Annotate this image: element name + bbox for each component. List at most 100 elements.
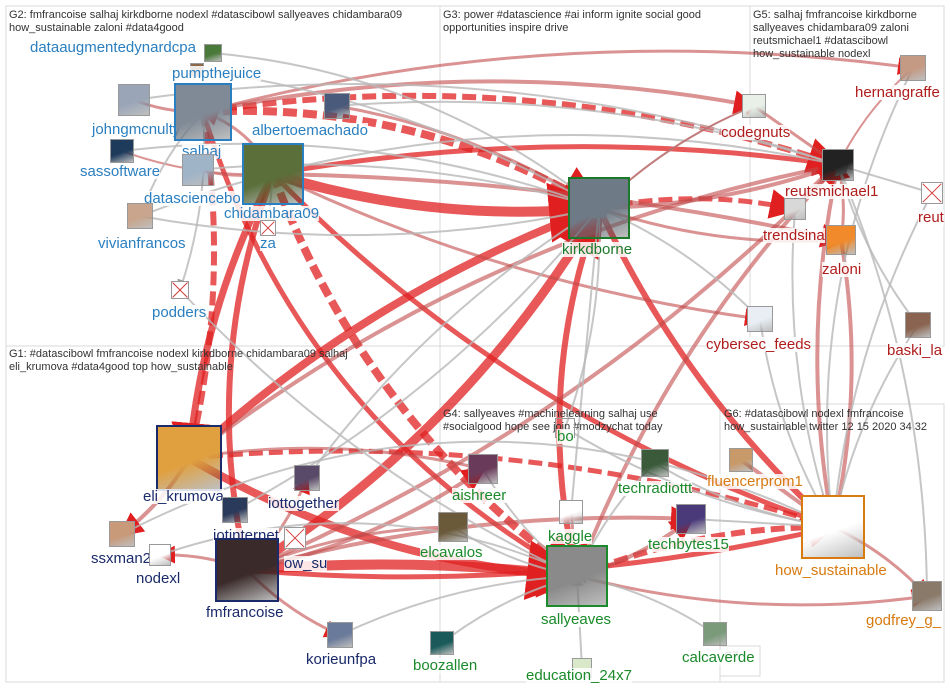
avatar-eli_krumova[interactable] (156, 425, 222, 491)
edge-podders-sallyeaves (179, 289, 579, 578)
edge-chidambara09-zaloni (272, 172, 845, 248)
avatar-how_sustainable[interactable] (801, 495, 865, 559)
edge-eli_krumova-reutsmichael1 (187, 156, 842, 460)
avatar-cybersec_feeds[interactable] (747, 306, 773, 332)
node-label-baski_la: baski_la (887, 342, 943, 359)
edge-chidambara09-sallyeaves (269, 172, 584, 581)
avatar-sallyeaves[interactable] (546, 545, 608, 607)
node-label-kirkdborne: kirkdborne (562, 241, 633, 258)
avatar-techbytes15[interactable] (676, 504, 706, 534)
avatar-fmfrancoise[interactable] (215, 538, 279, 602)
edge-trendsinai-how_sustainable (791, 208, 836, 529)
node-label-chidambara09: chidambara09 (224, 205, 320, 222)
avatar-sassoftware[interactable] (110, 139, 134, 163)
avatar-nodexl[interactable] (149, 544, 171, 566)
avatar-korieunfpa[interactable] (327, 622, 353, 648)
avatar-godfrey_g_[interactable] (912, 581, 942, 611)
node-label-ssxman2: ssxman2 (91, 550, 152, 567)
edge-eli_krumova-kirkdborne (186, 199, 607, 461)
avatar-iotinternet[interactable] (222, 497, 248, 523)
node-label-aishreer: aishreer (452, 487, 507, 504)
node-label-za: za (260, 235, 276, 252)
avatar-influencerprom1[interactable] (729, 448, 753, 472)
edge-chidambara09-how_sustainable (271, 172, 838, 534)
avatar-trendsinai[interactable] (784, 198, 806, 220)
avatar-ow_su[interactable] (284, 527, 306, 549)
edge-sallyeaves-godfrey_g_ (576, 574, 930, 608)
group-label-g1: G1: #datascibowl fmfrancoise nodexl kirk… (9, 348, 348, 373)
avatar-chidambara09[interactable] (242, 143, 304, 205)
avatar-ssxman2[interactable] (109, 521, 135, 547)
node-label-johngmcnulty: johngmcnulty (92, 121, 181, 138)
node-label-cybersec_feeds: cybersec_feeds (706, 336, 812, 353)
edge-eli_krumova-how_sustainable (188, 448, 838, 534)
edge-bo-how_sustainable (564, 427, 835, 532)
node-label-hernangraffe: hernangraffe (855, 84, 940, 101)
avatar-aishreer[interactable] (468, 454, 498, 484)
avatar-calcaverde[interactable] (703, 622, 727, 646)
node-label-vivianfrancos: vivianfrancos (98, 235, 186, 252)
edge-fmfrancoise-how_sustainable (246, 518, 838, 580)
node-label-godfrey_g_: godfrey_g_ (866, 612, 942, 629)
group-label-g4: G4: sallyeaves #machinelearning salhaj u… (443, 408, 663, 433)
edge-albertoemachado-reutsmichael1 (336, 100, 840, 168)
node-label-sallyeaves: sallyeaves (541, 611, 612, 628)
edge-zaloni-how_sustainable (825, 239, 854, 531)
avatar-za[interactable] (260, 220, 276, 236)
node-label-fmfrancoise: fmfrancoise (206, 604, 284, 621)
node-label-reut: reut (918, 209, 944, 226)
node-label-korieunfpa: korieunfpa (306, 651, 377, 668)
edge-salhaj-kirkdborne (202, 106, 606, 213)
avatar-zaloni[interactable] (826, 225, 856, 255)
node-label-calcaverde: calcaverde (682, 649, 755, 666)
avatar-datasciencebowl[interactable] (182, 154, 214, 186)
node-label-bo: bo (557, 428, 574, 445)
node-label-techbytes15: techbytes15 (648, 536, 729, 553)
group-box-g5 (749, 5, 945, 347)
avatar-kirkdborne[interactable] (568, 177, 630, 239)
node-label-sassoftware: sassoftware (80, 163, 161, 180)
node-label-kaggle: kaggle (548, 528, 593, 545)
edge-hernangraffe-how_sustainable (825, 67, 914, 529)
avatar-reutsmichael1[interactable] (822, 149, 854, 181)
avatar-kaggle[interactable] (559, 500, 583, 524)
avatar-techradiottt[interactable] (641, 449, 669, 477)
node-label-reutsmichael1: reutsmichael1 (785, 183, 879, 200)
avatar-iottogether[interactable] (294, 465, 320, 491)
node-label-datasciencebowl: datasciencebo (144, 190, 241, 207)
avatar-elcavalos[interactable] (438, 512, 468, 542)
edge-chidambara09-reutsmichael1 (272, 144, 843, 177)
avatar-reut[interactable] (921, 182, 943, 204)
avatar-podders[interactable] (171, 281, 189, 299)
node-label-influencerprom1: fluencerprom1 (707, 473, 803, 490)
group-box-g3 (439, 5, 751, 347)
avatar-vivianfrancos[interactable] (127, 203, 153, 229)
node-label-albertoemachado: albertoemachado (252, 122, 368, 139)
node-label-pumpthejuice: pumpthejuice (172, 65, 262, 82)
avatar-boozallen[interactable] (430, 631, 454, 655)
node-label-eli_krumova: eli_krumova (143, 488, 224, 505)
node-label-trendsinai: trendsina (763, 227, 825, 244)
node-label-podders: podders (152, 304, 207, 321)
node-label-ow_su: ow_su (284, 555, 328, 572)
node-label-dataaugmentedynardcpa: dataaugmentedynardcpa (30, 39, 196, 56)
avatar-johngmcnulty[interactable] (118, 84, 150, 116)
node-label-education_24x7: education_24x7 (526, 667, 632, 684)
avatar-baski_la[interactable] (905, 312, 931, 338)
node-label-codegnuts: codegnuts (721, 124, 791, 141)
avatar-codegnuts[interactable] (742, 94, 766, 118)
edge-vivianfrancos-reutsmichael1 (139, 134, 840, 217)
node-label-boozallen: boozallen (413, 657, 478, 674)
node-label-elcavalos: elcavalos (420, 544, 483, 561)
avatar-hernangraffe[interactable] (900, 55, 926, 81)
edge-iotinternet-kirkdborne (234, 206, 601, 511)
edge-godfrey_g_-reutsmichael1 (836, 163, 928, 597)
avatar-albertoemachado[interactable] (324, 93, 350, 119)
edge-iottogether-kirkdborne (306, 206, 601, 479)
avatar-dataaugmentedynardcpa[interactable] (204, 44, 222, 62)
avatar-salhaj[interactable] (174, 83, 232, 141)
group-label-g3: G3: power #datascience #ai inform ignite… (443, 9, 702, 34)
node-label-techradiottt: techradiottt (618, 480, 693, 497)
edge-fmfrancoise-aishreer (246, 466, 487, 572)
